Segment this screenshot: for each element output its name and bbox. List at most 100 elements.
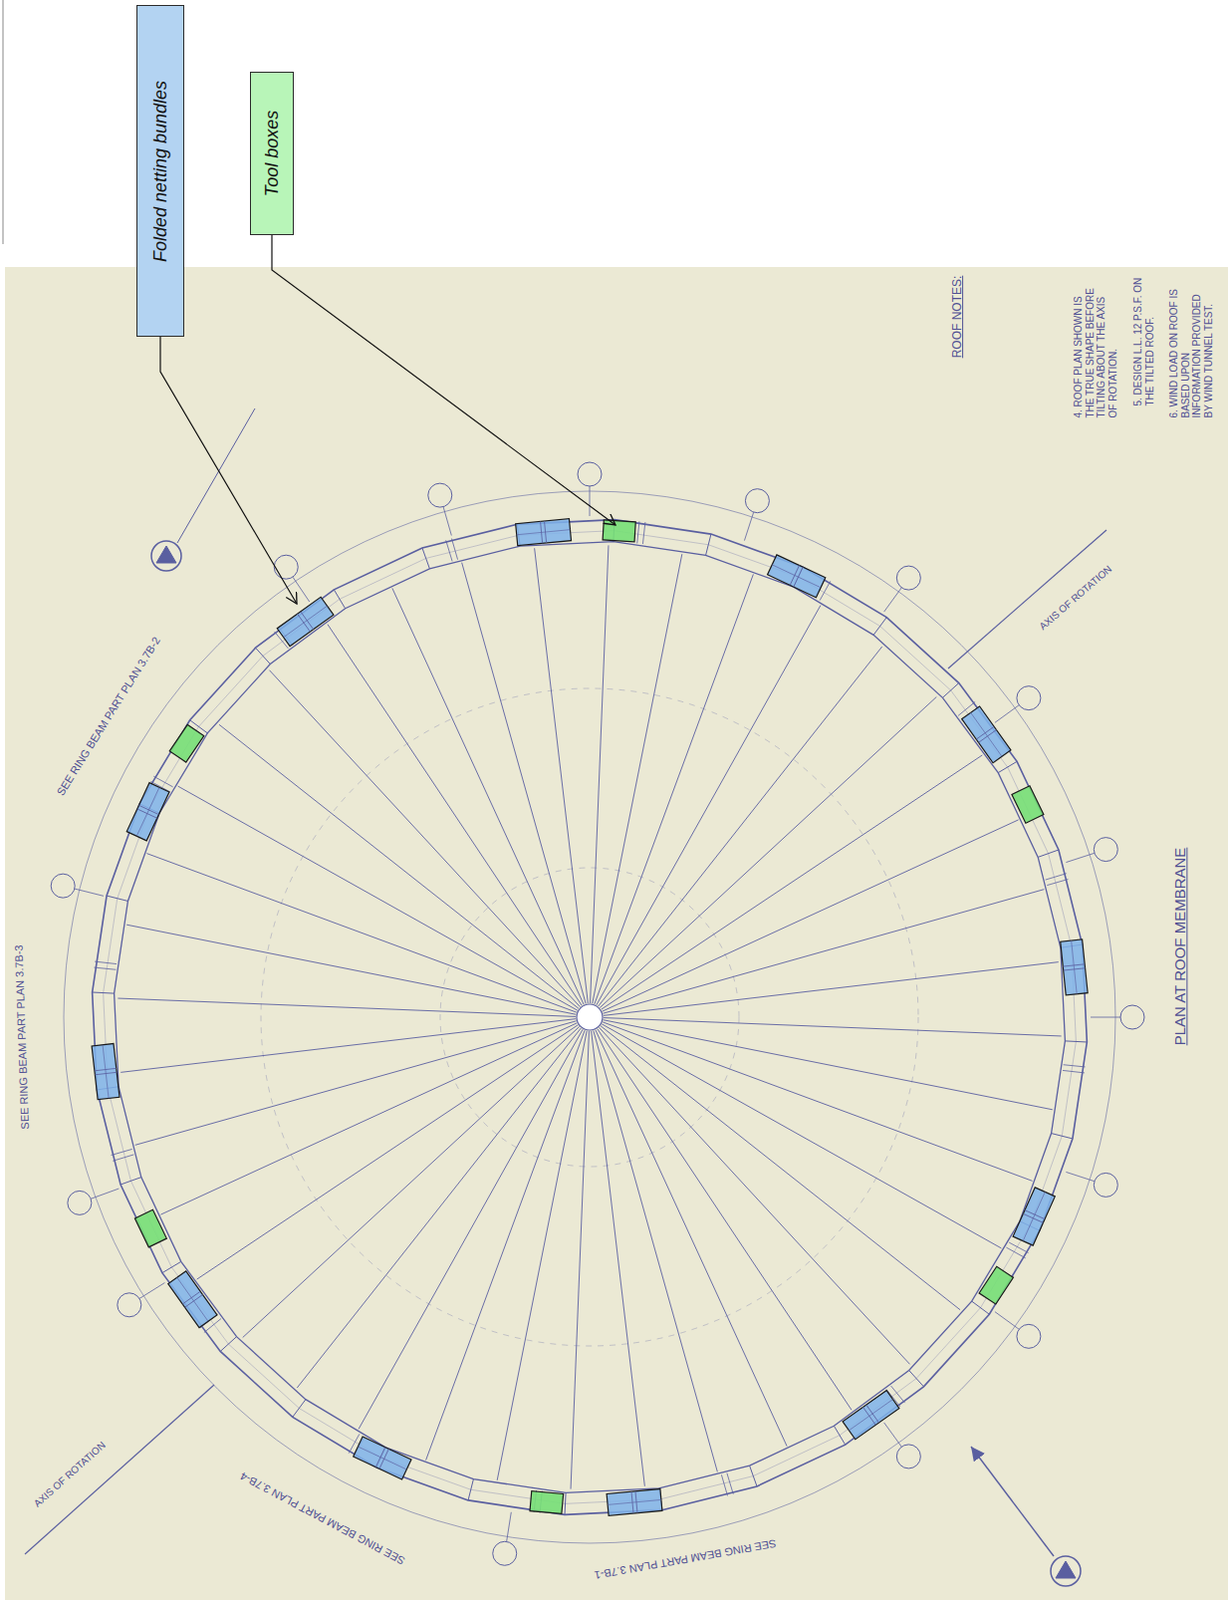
- ring-tie: [333, 589, 345, 609]
- cable-spoke: [534, 547, 589, 1003]
- cable-spoke: [601, 754, 983, 1009]
- north-symbol: [151, 540, 182, 571]
- construction-circle: [260, 688, 919, 1346]
- ring-centre: [607, 1498, 662, 1504]
- leader-line: [271, 235, 616, 525]
- netting-bundle: [126, 782, 170, 841]
- tension-ring-hub: [576, 1003, 603, 1030]
- grid-bubble: [1093, 1172, 1118, 1197]
- grid-bubble: [67, 1190, 92, 1215]
- north-symbol: [1055, 1560, 1076, 1578]
- roof-note: 4. ROOF PLAN SHOWN IS THE TRUE SHAPE BEF…: [1071, 281, 1120, 421]
- reference-note: SEE RING BEAM PART PLAN 3.7B-4: [236, 1467, 410, 1569]
- ring-tie: [833, 1425, 845, 1445]
- ring-centre: [771, 564, 821, 588]
- tool-box: [1011, 785, 1044, 824]
- ring-beam-outer: [92, 519, 1088, 1515]
- netting-bundle-rect: [353, 1436, 412, 1479]
- ring-tie: [873, 617, 887, 636]
- netting-bundle-rect: [515, 518, 572, 546]
- ring-tie: [642, 521, 645, 544]
- north-arrow: [971, 1446, 1054, 1556]
- ring-centre: [357, 1446, 407, 1470]
- reference-line: [177, 408, 255, 543]
- grid-leader: [743, 511, 753, 541]
- ring-tie: [706, 533, 712, 555]
- cable-spoke: [296, 1027, 581, 1388]
- ring-tie: [727, 1473, 734, 1494]
- ring-tie: [1064, 1040, 1087, 1042]
- grid-leader: [74, 888, 104, 896]
- tool-box: [979, 1265, 1013, 1304]
- ring-tie: [255, 647, 271, 664]
- tool-box: [602, 519, 636, 542]
- grid-leader: [589, 486, 591, 516]
- ring-tie: [92, 991, 115, 993]
- ring-tie: [292, 1399, 306, 1418]
- grid-leader: [994, 1311, 1019, 1330]
- ring-centre: [516, 529, 571, 535]
- netting-bundle-rect: [126, 782, 170, 841]
- grid-leader: [994, 705, 1019, 724]
- ring-tie: [1005, 1246, 1025, 1258]
- cable-spoke: [598, 1026, 910, 1364]
- cable-spoke: [135, 1020, 577, 1146]
- ring-tie: [564, 1491, 566, 1514]
- netting-bundle: [353, 1436, 412, 1479]
- cable-spoke: [269, 670, 581, 1007]
- ring-centre: [1071, 940, 1078, 994]
- ring-centre: [283, 605, 328, 638]
- cable-spoke: [602, 819, 1019, 1011]
- cable-spoke: [602, 889, 1044, 1014]
- grid-bubble: [1120, 1004, 1145, 1029]
- netting-bundle: [767, 554, 826, 598]
- grid-bubble: [896, 1444, 921, 1469]
- leader-line: [160, 336, 297, 604]
- ring-tie: [106, 895, 128, 901]
- callout-text: Folded netting bundles: [150, 79, 172, 261]
- netting-bundle: [842, 1390, 900, 1440]
- tool-box: [134, 1209, 167, 1247]
- reference-note: SEE RING BEAM PART PLAN 3.7B-1: [590, 1534, 779, 1582]
- cable-spoke: [595, 1029, 787, 1447]
- roof-note: ROOF NOTES:: [950, 273, 967, 361]
- ring-centre: [971, 712, 1002, 756]
- grid-bubble: [1016, 1323, 1041, 1348]
- tool-box-rect: [979, 1265, 1013, 1304]
- cable-spoke: [126, 924, 576, 1014]
- tool-box: [169, 724, 205, 762]
- cable-spoke: [601, 1023, 1001, 1248]
- north-symbol: [156, 545, 177, 563]
- ring-tie: [162, 1260, 182, 1272]
- cable-spoke: [496, 1030, 587, 1480]
- construction-circle: [440, 867, 739, 1167]
- grid-bubble: [428, 483, 453, 507]
- ring-tie: [749, 1465, 757, 1486]
- callout-box: Tool boxes: [249, 71, 294, 236]
- tool-box-rect: [1011, 785, 1044, 824]
- ring-tie: [94, 961, 117, 964]
- ring-tie: [93, 967, 116, 970]
- cable-spoke: [197, 1024, 579, 1279]
- ring-tie: [1063, 1064, 1086, 1067]
- ring-tie: [153, 775, 173, 787]
- ring-tie: [468, 1478, 474, 1500]
- ring-tie: [1008, 1241, 1028, 1252]
- cable-spoke: [392, 587, 584, 1004]
- cable-spoke: [120, 1018, 576, 1073]
- ring-tie: [1051, 1133, 1073, 1139]
- grid-bubble: [744, 489, 769, 513]
- cable-spoke: [598, 646, 883, 1006]
- reference-note: SEE RING BEAM PART PLAN 3.7B-3: [11, 942, 33, 1132]
- blueprint-paper: [4, 266, 1228, 1600]
- netting-bundle-rect: [842, 1390, 900, 1440]
- axis-line: [24, 1384, 215, 1554]
- ring-tie: [997, 760, 1017, 772]
- ring-tie: [111, 1148, 133, 1155]
- netting-bundle: [91, 1043, 120, 1100]
- cable-spoke: [600, 1025, 961, 1310]
- netting-bundle-rect: [91, 1043, 120, 1100]
- callout-box: Folded netting bundles: [136, 4, 185, 337]
